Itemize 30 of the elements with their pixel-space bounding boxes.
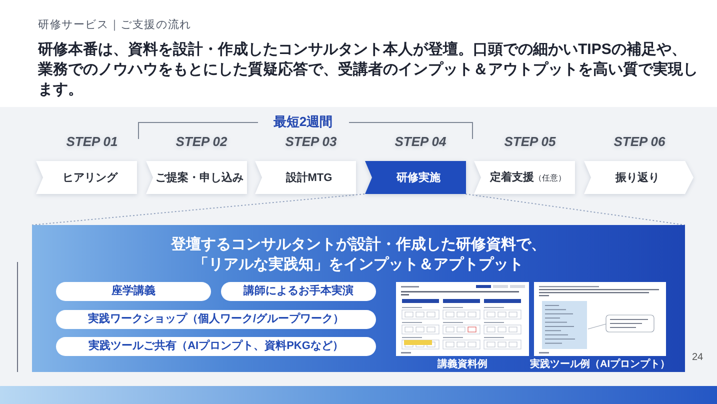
- step-number: STEP 04: [394, 134, 446, 149]
- dotted-guide-line: [465, 194, 686, 226]
- step-number: STEP 03: [285, 134, 337, 149]
- content-pill: 講師によるお手本実演: [221, 282, 376, 301]
- step-title: 振り返り: [616, 170, 660, 184]
- detail-panel: [32, 225, 685, 372]
- step-title: 研修実施: [396, 170, 440, 184]
- image-caption: 講義資料例: [438, 359, 488, 371]
- panel-heading: 登壇するコンサルタントが設計・作成した研修資料で、「リアルな実践知」をインプット＆アプトプット: [170, 235, 547, 275]
- page-title: 研修サービス｜ご支援の流れ: [38, 18, 192, 32]
- arrow-point: [356, 161, 365, 194]
- arrow-point: [246, 161, 256, 194]
- content-pill: 実践ツールご共有（AIプロンプト、資料PKGなど）: [56, 337, 376, 356]
- arrow-point: [136, 161, 146, 194]
- lead-paragraph: 研修本番は、資料を設計・作成したコンサルタント本人が登壇。口頭での細かいTIPSの補足や、業務でのノウハウをもとにした質疑応答で、受講者のインプット＆アウトプットを高い質で実現します。: [38, 40, 699, 100]
- step-title: 定着支援（任意）: [490, 170, 566, 185]
- step-number: STEP 05: [504, 134, 556, 149]
- step-number: STEP 06: [614, 134, 666, 149]
- content-pill: 座学講義: [56, 282, 211, 301]
- step-number: STEP 02: [176, 134, 228, 149]
- page-number: 24: [692, 352, 704, 363]
- arrow-point: [465, 161, 474, 194]
- content-pill: 実践ワークショップ（個人ワーク/グループワーク）: [56, 310, 376, 329]
- step-number: STEP 01: [66, 134, 118, 149]
- image-caption: 実践ツール例（AIプロンプト）: [530, 359, 670, 371]
- arrow-point: [574, 161, 584, 194]
- step-title: 設計MTG: [286, 170, 332, 184]
- step-title: ヒアリング: [62, 170, 118, 184]
- step-title: ご提案・申し込み: [156, 170, 244, 184]
- dotted-guide-line: [32, 194, 365, 226]
